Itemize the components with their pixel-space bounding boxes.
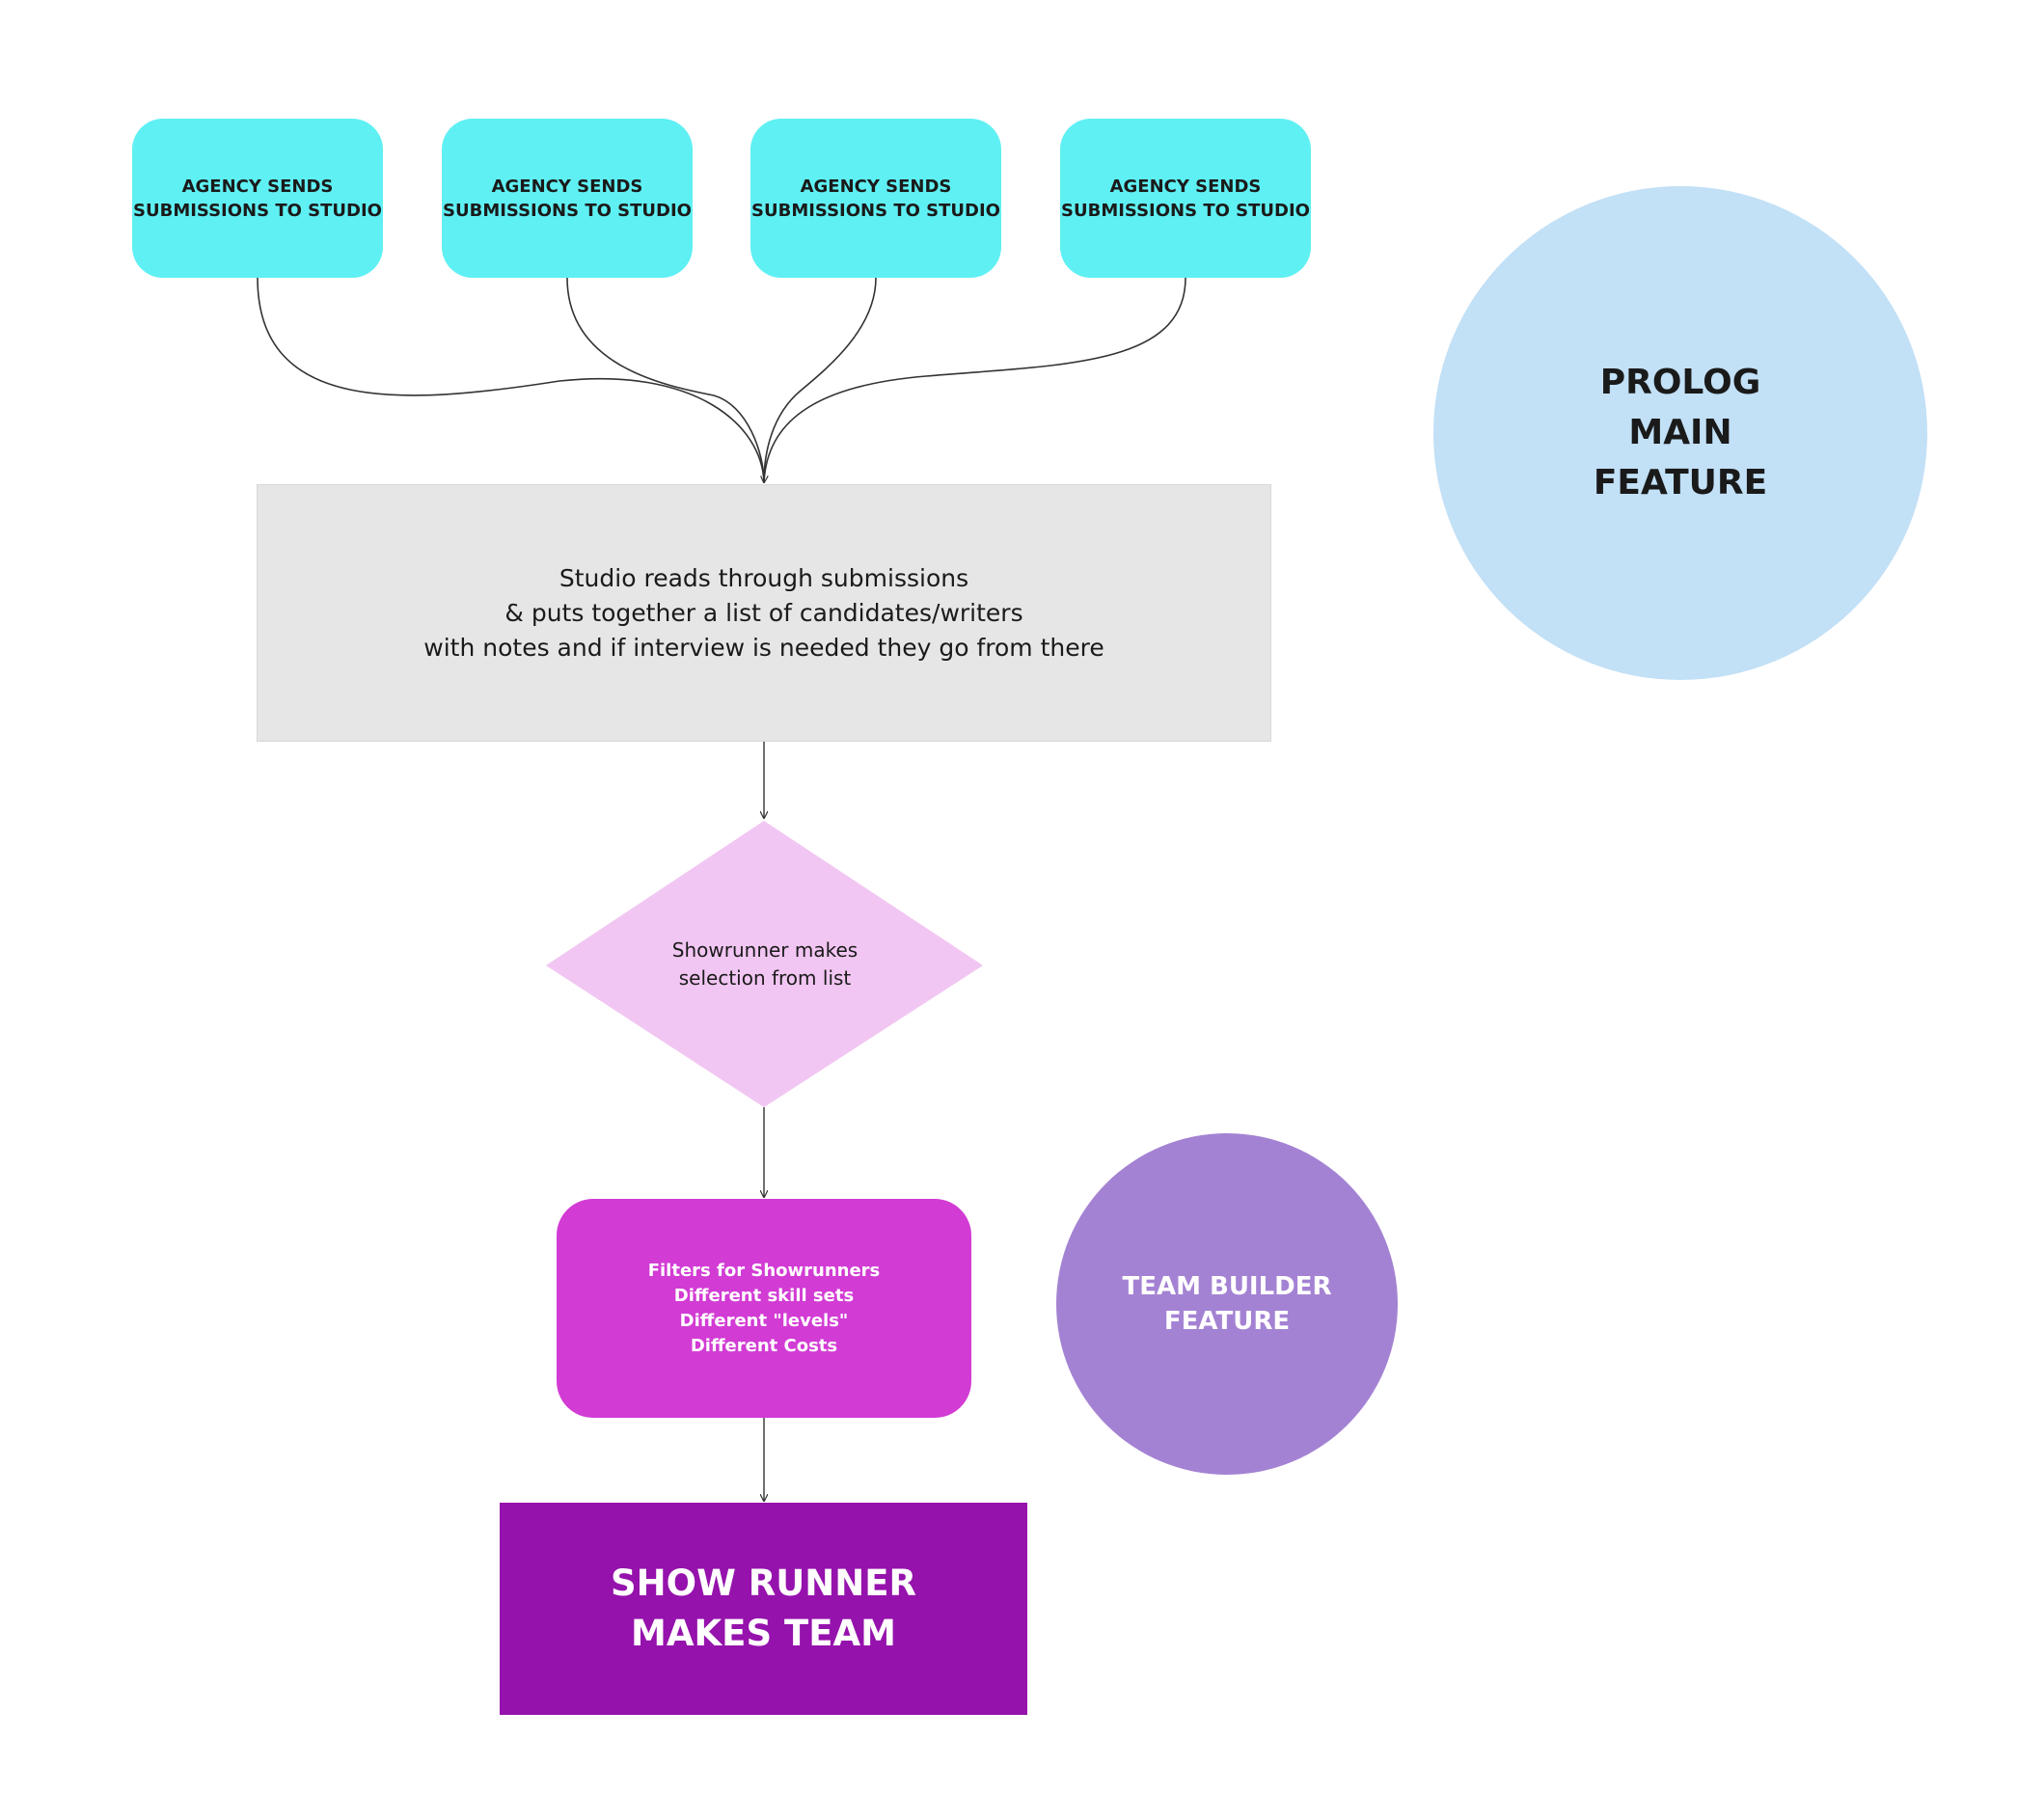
decision-label: Showrunner makes selection from list: [671, 938, 858, 990]
studio-review-box: Studio reads through submissions & puts …: [257, 484, 1271, 742]
decision-diamond: [546, 821, 983, 1107]
prolog-main-feature-circle: PROLOG MAIN FEATURE: [1433, 186, 1927, 680]
connector-agency-2-to-studio: [566, 277, 765, 483]
agency-submission-box-3: AGENCY SENDS SUBMISSIONS TO STUDIO: [750, 119, 1001, 278]
connector-agency-3-to-studio: [763, 277, 877, 483]
showrunner-filters-box: Filters for Showrunners Different skill …: [557, 1199, 971, 1418]
connector-agency-4-to-studio: [764, 277, 1186, 482]
show-runner-team-box: SHOW RUNNER MAKES TEAM: [500, 1503, 1027, 1715]
connector-agency-1-to-studio: [257, 277, 765, 483]
agency-submission-box-1: AGENCY SENDS SUBMISSIONS TO STUDIO: [132, 119, 383, 278]
agency-submission-box-4: AGENCY SENDS SUBMISSIONS TO STUDIO: [1060, 119, 1311, 278]
agency-submission-box-2: AGENCY SENDS SUBMISSIONS TO STUDIO: [442, 119, 693, 278]
team-builder-feature-circle: TEAM BUILDER FEATURE: [1056, 1133, 1398, 1475]
